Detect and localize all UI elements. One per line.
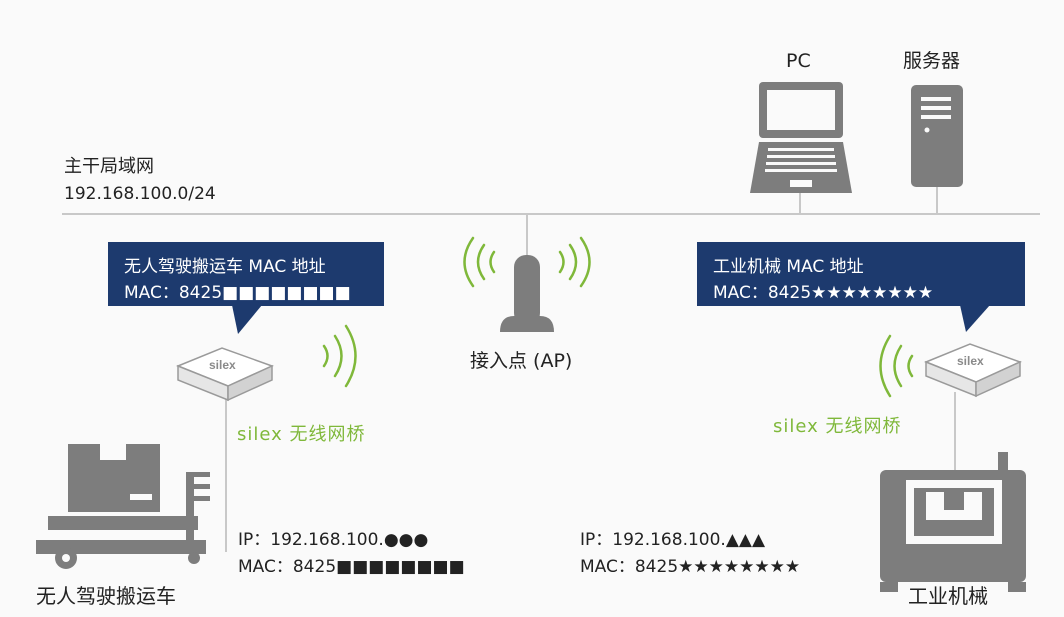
silex-bridge-left-icon: silex [176,347,274,402]
agv-callout-mac: MAC：8425■■■■■■■■ [124,283,351,303]
machine-mac-callout: 工业机械 MAC 地址 MAC：8425★★★★★★★★ [697,242,1025,306]
agv-ip-address: IP：192.168.100.●●● [238,530,429,550]
bridge-right-caption: silex 无线网桥 [773,416,902,437]
bridge-left-caption: silex 无线网桥 [237,424,366,445]
ap-right-waves-icon [558,236,591,288]
access-point-label: 接入点 (AP) [470,350,573,372]
agv-mac-callout: 无人驾驶搬运车 MAC 地址 MAC：8425■■■■■■■■ [108,242,384,306]
agv-mac-address: MAC：8425■■■■■■■■ [238,557,465,577]
machine-mac-address: MAC：8425★★★★★★★★ [580,557,801,577]
lan-subnet: 192.168.100.0/24 [64,184,216,204]
bridge-left-waves-icon [322,324,357,388]
agv-callout-tail [232,305,262,334]
machine-callout-mac: MAC：8425★★★★★★★★ [713,283,934,303]
server-label: 服务器 [903,50,961,72]
access-point-icon [500,255,554,332]
agv-label: 无人驾驶搬运车 [36,584,176,608]
bridge-right-waves-icon [879,334,914,398]
agv-callout-title: 无人驾驶搬运车 MAC 地址 [124,257,326,277]
lan-name: 主干局域网 [64,156,154,177]
pc-label: PC [786,50,811,72]
machine-ip-address: IP：192.168.100.▲▲▲ [580,530,766,550]
machine-label: 工业机械 [908,584,988,608]
agv-cart-icon [36,444,210,569]
machine-callout-tail [960,305,990,332]
ap-left-waves-icon [463,236,496,288]
silex-bridge-right-icon: silex [924,343,1022,398]
svg-text:silex: silex [209,358,236,372]
server-icon [911,85,963,187]
machine-callout-title: 工业机械 MAC 地址 [713,257,864,277]
svg-text:silex: silex [957,354,984,368]
industrial-machine-icon [880,452,1026,592]
laptop-icon [750,82,852,193]
